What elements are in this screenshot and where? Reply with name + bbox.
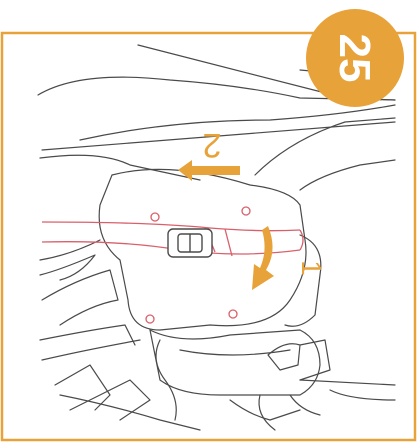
strap-hole-1 [151,213,159,221]
left-fold-5 [42,340,140,360]
side-flap [268,344,300,370]
strap-fold-2 [225,229,232,256]
strap-right-loop [300,230,303,250]
lower-curve-2 [230,400,300,420]
right-pad [285,235,321,326]
side-curve [300,160,395,190]
arrow-1-shape [252,226,274,290]
back-curve [255,118,395,175]
lower-cushion [150,330,320,395]
lower-curve-3 [60,395,200,430]
callout-2: 2 [203,126,222,164]
callout-1-label: 1 [296,260,327,276]
left-fold-4 [40,325,135,345]
callout-2-label: 2 [203,126,222,164]
arrow-1 [252,226,274,290]
strap-hole-3 [146,315,154,323]
lower-curve-6 [330,390,395,400]
buckle [168,229,212,257]
strap-hole-4 [229,310,237,318]
shoulder-curve [40,155,200,180]
right-pad-2 [300,340,330,380]
lower-curve-1 [156,340,176,420]
step-badge: 25 [306,9,404,107]
strap-hole-2 [242,207,250,215]
lower-curve-4 [259,395,275,430]
step-number: 25 [330,34,379,83]
left-fold-3 [42,270,118,325]
callout-1: 1 [296,260,327,276]
